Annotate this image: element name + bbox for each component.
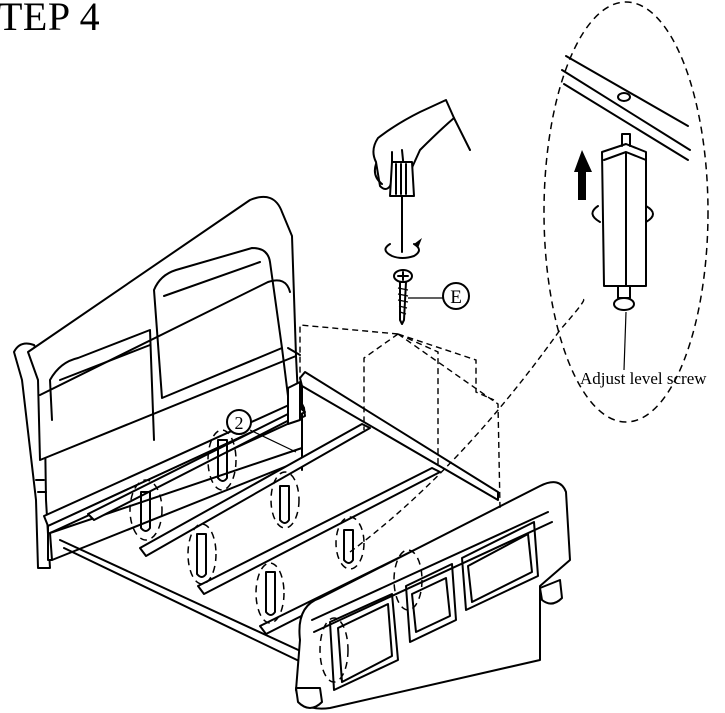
- up-arrow-icon: [574, 150, 592, 200]
- hand-screwdriver-icon: [372, 99, 471, 259]
- step-title: TEP 4: [0, 0, 101, 39]
- guide-lines: [299, 298, 585, 553]
- zoom-detail: Adjust level screw: [543, 1, 709, 423]
- hardware-label: E: [450, 287, 462, 308]
- zoom-callout-label: Adjust level screw: [580, 369, 707, 388]
- support-highlights: [129, 429, 423, 683]
- part-number-label: 2: [235, 413, 244, 433]
- support-leg-icon: [601, 133, 647, 311]
- screw-icon: [393, 269, 413, 325]
- hardware-callout: E: [408, 282, 470, 310]
- part-number-callout: 2: [226, 409, 297, 453]
- footboard: [295, 481, 571, 710]
- headboard: [13, 196, 301, 569]
